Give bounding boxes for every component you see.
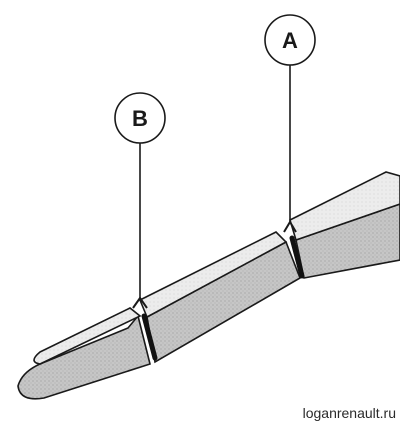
- molding-rear-top-face: [289, 171, 400, 242]
- callout-b: B: [114, 92, 166, 300]
- joint-a-seam: [289, 235, 305, 279]
- molding-segment-rear: [289, 171, 400, 279]
- callout-b-circle: [114, 92, 166, 144]
- callout-a-circle: [264, 14, 316, 66]
- molding-segment-middle: [138, 231, 301, 364]
- molding-middle-top-face: [138, 231, 288, 319]
- molding-front-top-face: [33, 307, 142, 365]
- callout-a-label: A: [282, 28, 298, 53]
- joint-b-seam: [141, 313, 158, 361]
- watermark-text: loganrenault.ru: [303, 405, 396, 421]
- molding-segment-front: [17, 307, 151, 400]
- molding-front-face: [17, 314, 151, 400]
- callout-b-label: B: [132, 106, 148, 131]
- callout-a: A: [264, 14, 316, 224]
